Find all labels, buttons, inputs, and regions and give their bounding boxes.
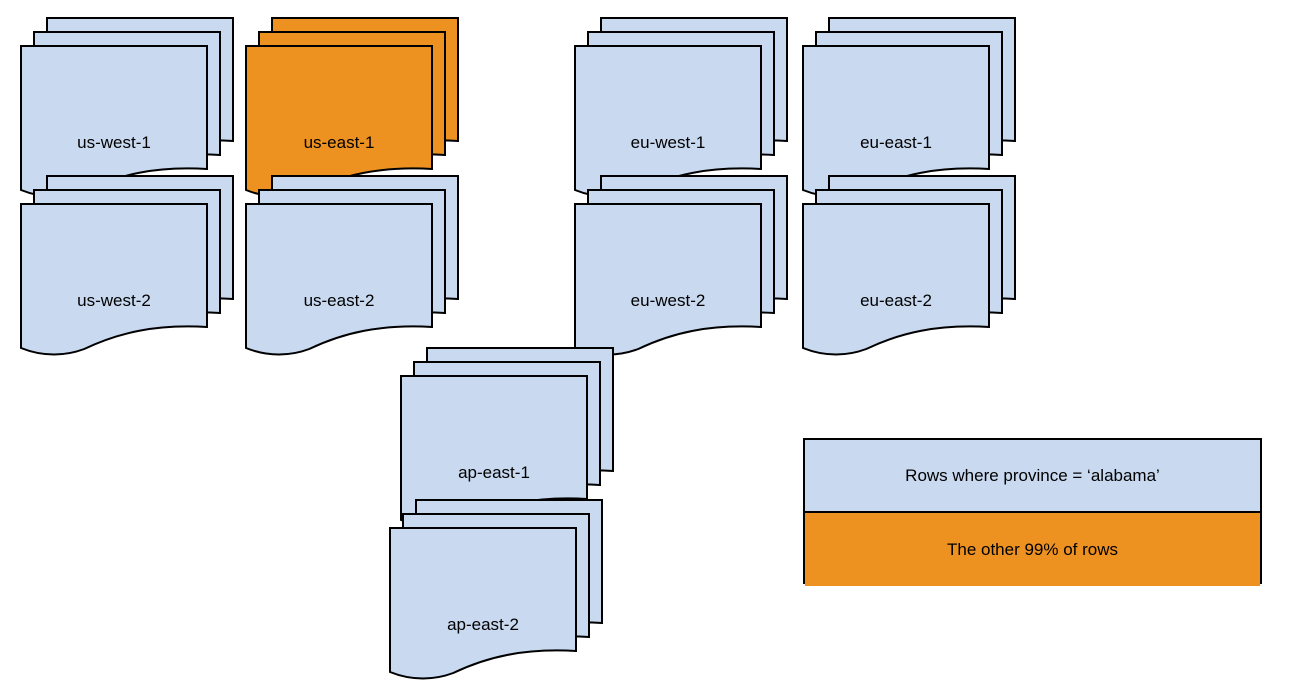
sheet-front	[802, 203, 990, 356]
region-stack-eu-west-2[interactable]: eu-west-2	[574, 175, 793, 361]
sheet-front	[389, 527, 577, 680]
region-stack-graphic	[400, 347, 614, 528]
sheet-front	[574, 203, 762, 356]
region-stack-eu-east-2[interactable]: eu-east-2	[802, 175, 1021, 361]
region-stack-us-east-1[interactable]: us-east-1	[245, 17, 464, 203]
region-stack-graphic	[245, 175, 459, 356]
sheet-front	[20, 203, 208, 356]
sheet-front	[574, 45, 762, 198]
region-stack-graphic	[802, 175, 1016, 356]
region-stack-us-west-2[interactable]: us-west-2	[20, 175, 239, 361]
region-stack-graphic	[389, 499, 603, 680]
sheet-front	[20, 45, 208, 198]
region-stack-ap-east-2[interactable]: ap-east-2	[389, 499, 608, 685]
sheet-front	[245, 203, 433, 356]
sheet-front	[802, 45, 990, 198]
legend-row-label: Rows where province = ‘alabama’	[905, 465, 1160, 485]
sheet-front	[245, 45, 433, 198]
region-stack-ap-east-1[interactable]: ap-east-1	[400, 347, 619, 533]
region-stack-graphic	[245, 17, 459, 198]
region-stack-graphic	[802, 17, 1016, 198]
region-stack-graphic	[574, 175, 788, 356]
region-stack-us-east-2[interactable]: us-east-2	[245, 175, 464, 361]
legend: Rows where province = ‘alabama’ The other…	[803, 438, 1262, 586]
region-stack-graphic	[20, 175, 234, 356]
legend-row-highlight: Rows where province = ‘alabama’	[805, 440, 1260, 513]
legend-row-other: The other 99% of rows	[805, 513, 1260, 586]
legend-row-label: The other 99% of rows	[946, 539, 1119, 559]
